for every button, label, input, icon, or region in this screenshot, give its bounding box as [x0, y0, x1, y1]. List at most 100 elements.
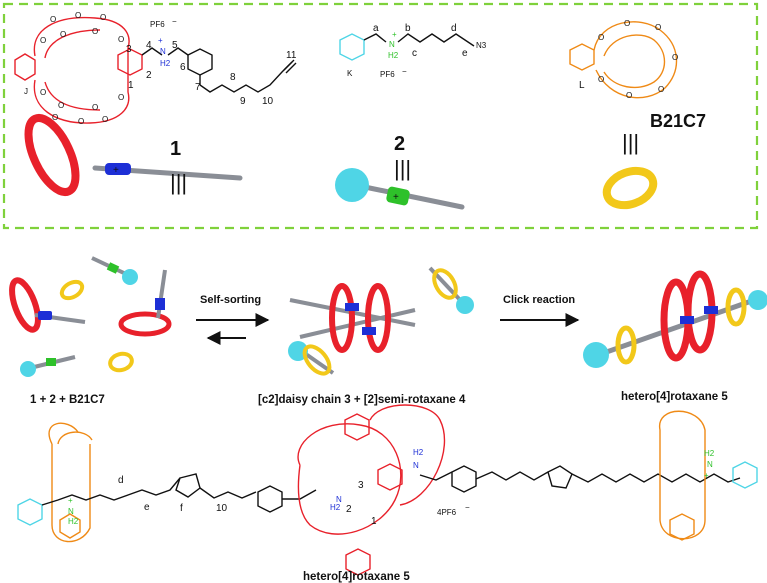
- compound-legend-box: [2, 2, 759, 230]
- svg-text:3: 3: [126, 44, 132, 55]
- b21c7-structure: [569, 21, 678, 99]
- svg-text:O: O: [75, 11, 81, 20]
- svg-text:+: +: [113, 165, 119, 176]
- step2-label: Click reaction: [503, 294, 575, 306]
- compound-1-cartoon: +: [24, 113, 243, 197]
- svg-text:+: +: [68, 496, 73, 505]
- svg-text:H2: H2: [413, 448, 424, 457]
- svg-text:N: N: [413, 461, 419, 470]
- rotaxane-5-structure: [17, 404, 758, 576]
- svg-text:O: O: [118, 93, 124, 102]
- svg-text:O: O: [598, 75, 604, 84]
- svg-text:O: O: [598, 33, 604, 42]
- compound-1-number: 1: [170, 138, 181, 160]
- mid-nh2: H2: [330, 503, 341, 512]
- compound-1-counterion: PF6: [150, 20, 165, 29]
- compound-2-counterion-charge: −: [402, 67, 407, 76]
- compound-1-nh2: H2: [160, 59, 171, 68]
- svg-text:O: O: [658, 85, 664, 94]
- svg-text:O: O: [92, 27, 98, 36]
- svg-text:d: d: [118, 475, 124, 486]
- compound-2-ring-label: K: [347, 69, 353, 78]
- svg-text:2: 2: [346, 504, 352, 515]
- svg-text:O: O: [672, 53, 678, 62]
- svg-text:6: 6: [180, 62, 186, 73]
- compound-1-n: N: [160, 47, 166, 56]
- b21c7-cartoon: [602, 166, 658, 210]
- svg-text:O: O: [40, 36, 46, 45]
- svg-text:8: 8: [230, 72, 236, 83]
- self-sorting-arrows: [196, 313, 270, 345]
- rotaxane-atom-labels: d e f 10 3 2 1: [118, 475, 377, 527]
- svg-text:e: e: [462, 48, 468, 59]
- compound-1-counterion-charge: −: [172, 17, 177, 26]
- svg-text:a: a: [373, 23, 379, 34]
- svg-text:O: O: [52, 113, 58, 122]
- svg-text:c: c: [412, 48, 417, 59]
- compound-2-atom-labels: a b c d e: [373, 23, 468, 59]
- left-n: N: [68, 507, 74, 516]
- compound-1-atom-labels: 3 4 5 6 2 1 7 8 9 10 11: [126, 40, 297, 107]
- mid-n: N: [336, 495, 342, 504]
- svg-text:O: O: [40, 88, 46, 97]
- svg-text:O: O: [92, 103, 98, 112]
- svg-text:+: +: [704, 471, 709, 480]
- svg-text:d: d: [451, 23, 457, 34]
- svg-text:1: 1: [128, 80, 134, 91]
- compound-2-nh2: H2: [388, 51, 399, 60]
- compound-2-plus: +: [392, 30, 397, 39]
- compound-2-azide: N3: [476, 41, 487, 50]
- b21c7-ring-label: L: [579, 80, 585, 91]
- compound-2-n: N: [389, 40, 395, 49]
- svg-text:4: 4: [146, 40, 152, 51]
- svg-text:O: O: [626, 91, 632, 100]
- svg-text:O: O: [624, 19, 630, 28]
- compound-2-number: 2: [394, 133, 405, 155]
- svg-text:O: O: [78, 117, 84, 126]
- svg-text:3: 3: [358, 480, 364, 491]
- b21c7-oxygen-labels: O O O O O O O: [598, 19, 678, 100]
- intermediate-assemblies: [288, 266, 474, 376]
- svg-text:11: 11: [286, 50, 297, 61]
- svg-text:O: O: [50, 15, 56, 24]
- svg-text:+: +: [393, 192, 399, 203]
- b21c7-name: B21C7: [650, 111, 706, 131]
- svg-text:2: 2: [146, 70, 152, 81]
- compound-2-counterion: PF6: [380, 70, 395, 79]
- svg-text:e: e: [144, 502, 150, 513]
- svg-text:O: O: [655, 23, 661, 32]
- start-label: 1 + 2 + B21C7: [30, 394, 105, 406]
- rotaxane-counterion: 4PF6: [437, 508, 457, 517]
- svg-text:1: 1: [371, 516, 377, 527]
- svg-text:f: f: [180, 503, 183, 514]
- svg-text:5: 5: [172, 40, 178, 51]
- svg-text:O: O: [100, 13, 106, 22]
- compound-1-plus: +: [158, 36, 163, 45]
- svg-text:10: 10: [262, 96, 274, 107]
- starting-components: [9, 256, 172, 377]
- svg-text:O: O: [102, 115, 108, 124]
- product-label: hetero[4]rotaxane 5: [621, 391, 728, 403]
- svg-text:N: N: [707, 460, 713, 469]
- compound-2-cartoon: +: [335, 168, 465, 210]
- b21c7-equiv: |||: [622, 130, 639, 155]
- svg-text:O: O: [58, 101, 64, 110]
- step1-label: Self-sorting: [200, 294, 261, 306]
- compound-1-ring-label: J: [24, 87, 28, 96]
- svg-text:O: O: [118, 35, 124, 44]
- svg-text:9: 9: [240, 96, 246, 107]
- compound-2-structure: [339, 33, 475, 61]
- left-nh2: H2: [68, 517, 79, 526]
- right-nh2: H2: [704, 449, 715, 458]
- compound-2-equiv: |||: [394, 156, 411, 181]
- product-cartoon: [583, 270, 767, 368]
- svg-text:b: b: [405, 23, 411, 34]
- svg-text:10: 10: [216, 503, 228, 514]
- rotaxane-caption: hetero[4]rotaxane 5: [303, 571, 410, 583]
- svg-text:−: −: [465, 503, 470, 512]
- svg-text:O: O: [60, 30, 66, 39]
- middle-label: [c2]daisy chain 3 + [2]semi-rotaxane 4: [258, 394, 466, 406]
- compound-1-equiv: |||: [170, 170, 187, 195]
